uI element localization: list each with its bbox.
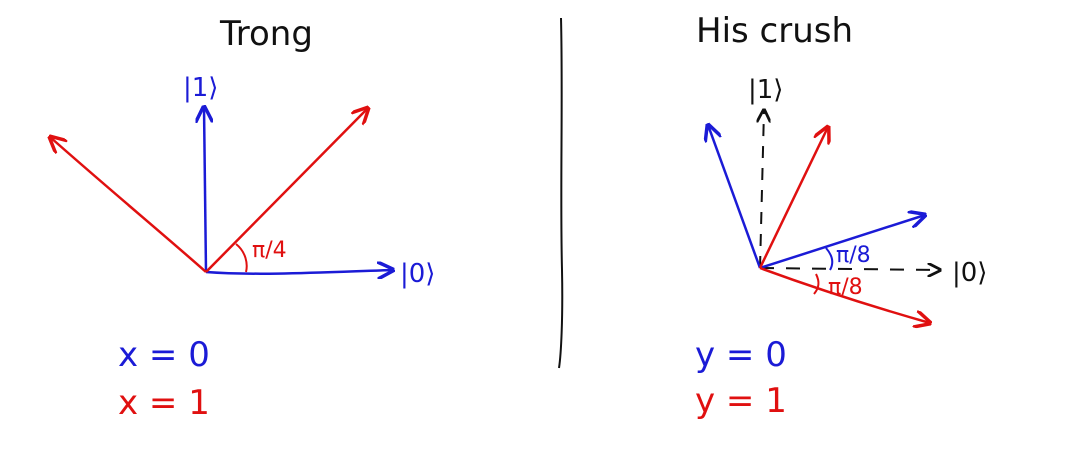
- right-eq-y0: y = 0: [695, 335, 787, 375]
- right-blue-vector-positive: [759, 215, 925, 270]
- right-blue-angle-arc: [825, 247, 834, 271]
- right-red-vector-lower: [759, 266, 930, 323]
- left-red-vector-positive: [205, 108, 368, 273]
- left-ket-one-label: |1⟩: [183, 73, 218, 103]
- right-ket-one-label: |1⟩: [748, 75, 783, 105]
- left-panel: Trong |1⟩ |0⟩ π/4 x = 0 x = 1: [50, 14, 435, 423]
- right-title: His crush: [696, 11, 853, 51]
- left-ket-zero-label: |0⟩: [400, 259, 435, 289]
- right-red-vector-upper: [758, 127, 828, 269]
- left-title: Trong: [219, 14, 313, 54]
- left-ket-one-axis: [204, 107, 206, 273]
- left-angle-arc: [235, 243, 248, 273]
- right-ket-zero-label: |0⟩: [952, 258, 987, 288]
- right-panel: His crush |1⟩ |0⟩ π/8 π/8 y = 0 y = 1: [695, 11, 987, 421]
- left-angle-label: π/4: [252, 238, 287, 263]
- right-ket-one-axis: [760, 110, 764, 269]
- left-eq-x0: x = 0: [118, 335, 210, 375]
- left-red-vector-negative: [50, 137, 207, 273]
- left-ket-zero-axis: [205, 270, 393, 274]
- right-blue-vector-negative: [708, 125, 762, 269]
- right-red-angle-label: π/8: [828, 275, 863, 300]
- right-red-angle-arc: [813, 273, 820, 295]
- right-blue-angle-label: π/8: [836, 243, 871, 268]
- panel-divider: [558, 17, 564, 369]
- right-eq-y1: y = 1: [695, 381, 787, 421]
- left-eq-x1: x = 1: [118, 383, 210, 423]
- right-ket-zero-axis: [759, 268, 940, 270]
